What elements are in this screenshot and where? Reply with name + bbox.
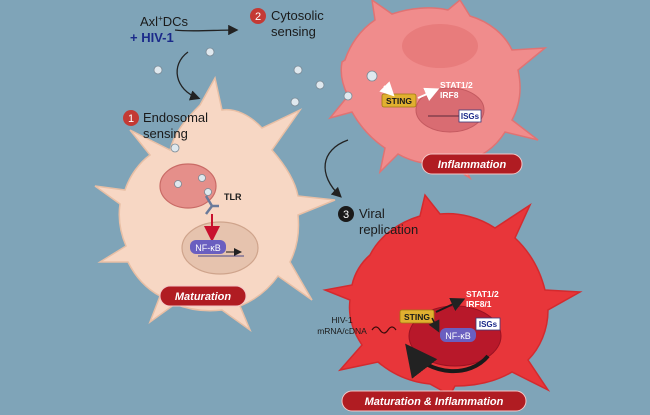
- banner-maturation-bg: [159, 285, 247, 307]
- nfkb-label-cell1: NF-κB: [195, 243, 221, 253]
- banner-maturation-inflammation-label: Maturation & Inflammation: [365, 396, 504, 408]
- step-number-3: 3: [343, 209, 349, 221]
- entry-arrow-endosomal: [176, 51, 201, 101]
- rna-label-line1: HIV-1: [331, 315, 353, 325]
- tlr-receptor: TLR: [204, 192, 242, 215]
- banner-maturation: Maturation: [159, 285, 247, 307]
- cytoplasm-hole: [402, 24, 478, 68]
- tlr-label: TLR: [224, 192, 242, 202]
- sting-label-cell2: STING: [386, 96, 412, 106]
- step-label-2-line1: Cytosolic: [271, 8, 324, 23]
- step-number-2: 2: [255, 11, 261, 23]
- virus-icon: [198, 174, 206, 182]
- viral-rna-squiggle: [371, 326, 397, 334]
- step-label-2-line2: sensing: [271, 24, 316, 39]
- sting-label-cell3: STING: [404, 312, 430, 322]
- step-number-1: 1: [128, 113, 134, 125]
- irf-label-cell2: IRF8: [440, 90, 459, 100]
- isgs-box-cell3: [475, 317, 501, 331]
- sensing-arrow-cell2: [379, 81, 395, 97]
- virus-icon: [293, 65, 303, 75]
- sting-arrow-cell3: [435, 297, 466, 313]
- sting-box-cell2: [381, 93, 417, 108]
- banner-inflammation-label: Inflammation: [438, 159, 507, 171]
- dendritic-cell-inflammation: [327, 0, 548, 181]
- virus-icon: [290, 97, 300, 107]
- virus-icon: [204, 188, 212, 196]
- step-label-1-line1: Endosomal: [143, 110, 208, 125]
- sting-nfkb-arrow-cell3: [428, 317, 440, 333]
- title-line2: + HIV-1: [130, 30, 174, 45]
- step-1: 1 Endosomal sensing: [123, 110, 208, 141]
- banner-maturation-inflammation-bg: [341, 390, 527, 412]
- virus-icon: [174, 180, 182, 188]
- step-label-3-line1: Viral: [359, 206, 385, 221]
- title-line1: Axl+DCs: [140, 14, 189, 29]
- banner-inflammation: Inflammation: [421, 153, 523, 175]
- virus-icon: [153, 65, 163, 75]
- step-badge-3: [338, 206, 354, 222]
- step-badge-1: [123, 110, 139, 126]
- progression-arrow: [324, 139, 349, 198]
- virus-icon: [170, 143, 180, 153]
- sting-box-cell3: [399, 309, 435, 324]
- banner-maturation-inflammation: Maturation & Inflammation: [341, 390, 527, 412]
- banner-inflammation-bg: [421, 153, 523, 175]
- virus-icon: [366, 70, 378, 82]
- rna-label-line2: mRNA/cDNA: [317, 326, 367, 336]
- step-label-1-line2: sensing: [143, 126, 188, 141]
- banner-maturation-label: Maturation: [175, 291, 232, 303]
- step-label-3-line2: replication: [359, 222, 418, 237]
- step-2: 2 Cytosolic sensing: [250, 8, 324, 39]
- isgs-box-cell2: [458, 109, 482, 123]
- isgs-label-cell2: ISGs: [461, 112, 480, 121]
- virus-icon: [343, 91, 353, 101]
- replication-loop-arrow: [405, 343, 490, 379]
- step-badge-2: [250, 8, 266, 24]
- sting-arrow-cell2: [417, 87, 440, 101]
- entry-arrow-cytosolic: [174, 24, 239, 36]
- virus-icon: [315, 80, 325, 90]
- nfkb-label-cell3: NF-κB: [445, 331, 471, 341]
- tlr-icon: [204, 195, 219, 215]
- stat-label-cell3: STAT1/2: [466, 289, 499, 299]
- isgs-label-cell3: ISGs: [479, 320, 498, 329]
- virus-particles: [153, 47, 378, 196]
- nfkb-pill-cell1: [190, 240, 226, 254]
- step-3: 3 Viral replication: [338, 206, 418, 237]
- virus-icon: [205, 47, 215, 57]
- endosome: [159, 163, 217, 209]
- irf-label-cell3: IRF8/1: [466, 299, 492, 309]
- stat-label-cell2: STAT1/2: [440, 80, 473, 90]
- nfkb-pill-cell3: [440, 328, 476, 342]
